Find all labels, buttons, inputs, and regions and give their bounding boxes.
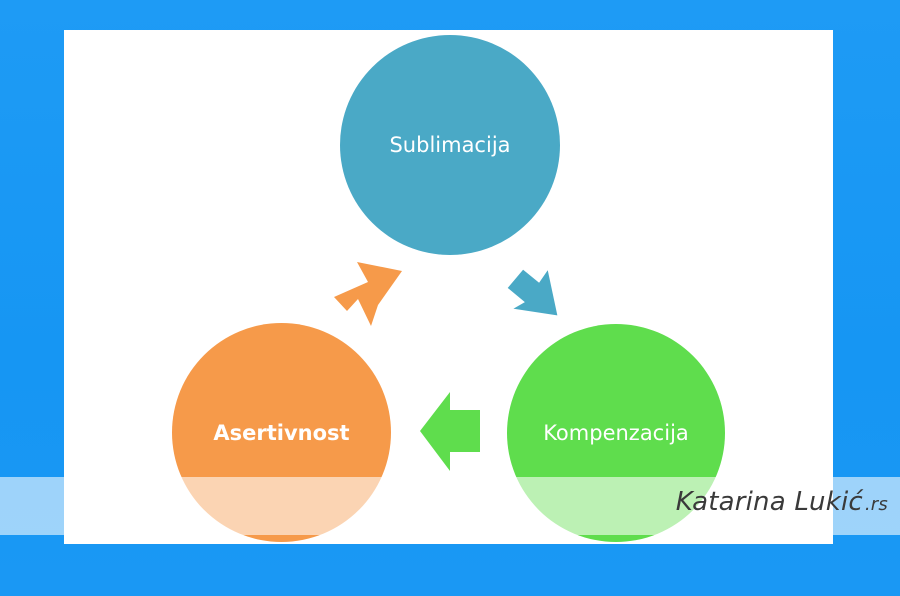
node-asertivnost-label: Asertivnost <box>213 420 350 445</box>
arrow-sublimacija-to-kompenzacija <box>506 267 559 317</box>
watermark-tld: .rs <box>864 494 888 515</box>
node-sublimacija: Sublimacija <box>340 35 560 255</box>
watermark-name: Katarina Lukić <box>675 487 863 517</box>
diagram-panel: Sublimacija Kompenzacija Asertivnost <box>64 30 833 544</box>
arrow-kompenzacija-to-asertivnost <box>420 392 480 471</box>
watermark-text: Katarina Lukić.rs <box>676 487 888 517</box>
arrow-asertivnost-to-sublimacija <box>334 262 402 326</box>
watermark-band <box>0 477 900 535</box>
node-sublimacija-label: Sublimacija <box>389 133 511 157</box>
node-kompenzacija-label: Kompenzacija <box>543 421 689 445</box>
